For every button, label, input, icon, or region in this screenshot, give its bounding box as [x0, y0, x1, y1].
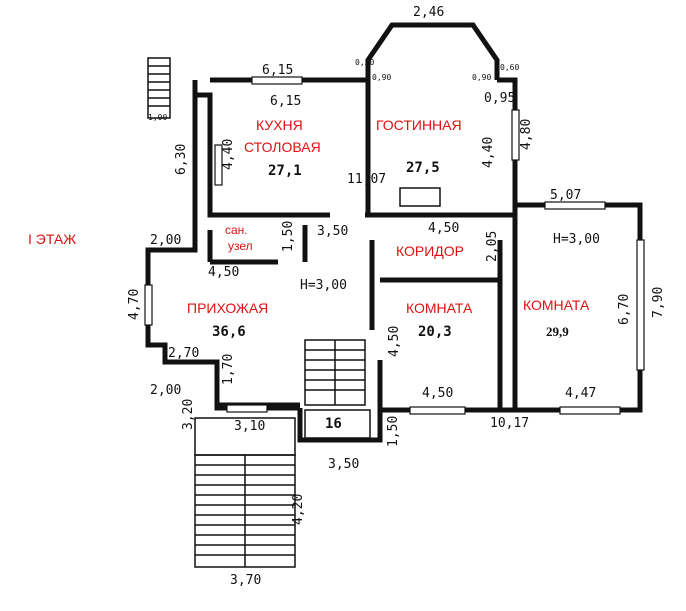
dim-370: 3,70: [230, 573, 261, 588]
dim-790: 7,90: [651, 287, 666, 318]
stair-top-left: [147, 57, 171, 119]
dim-stair-100: 1,00: [148, 113, 167, 122]
dim-320: 3,20: [181, 399, 196, 430]
kitchen-label-2: СТОЛОВАЯ: [244, 139, 321, 155]
stair-porch: [194, 417, 296, 568]
dim-1107: 11,07: [347, 172, 386, 187]
dim-470: 4,70: [127, 289, 142, 320]
living-label: ГОСТИННАЯ: [376, 117, 462, 133]
dim-420: 4,20: [291, 494, 306, 525]
dim-bay-l1: 0,50: [355, 58, 374, 67]
height-room: H=3,00: [553, 232, 600, 247]
dim-top-615-b: 6,15: [270, 94, 301, 109]
dim-living-440: 4,40: [481, 137, 496, 168]
kitchen-area: 27,1: [268, 163, 302, 179]
hall-area: 36,6: [212, 324, 246, 340]
dim-right-480: 4,80: [519, 119, 534, 150]
dim-270: 2,70: [168, 346, 199, 361]
dim-200-left: 2,00: [150, 233, 181, 248]
dim-310: 3,10: [234, 419, 265, 434]
kitchen-label-1: КУХНЯ: [256, 117, 303, 133]
height-hall: H=3,00: [300, 278, 347, 293]
room1-label: КОМНАТА: [406, 300, 473, 316]
living-area: 27,5: [406, 160, 440, 176]
dim-bay-top: 2,46: [413, 5, 444, 20]
room2-label: КОМНАТА: [523, 297, 590, 313]
dim-bay-l2: 0,90: [372, 73, 391, 82]
stair-interior: [304, 339, 371, 439]
windows: [144, 76, 645, 415]
hall-label: ПРИХОЖАЯ: [187, 300, 268, 316]
dim-447: 4,47: [565, 386, 596, 401]
dim-150-low: 1,50: [386, 416, 401, 447]
dim-670: 6,70: [617, 294, 632, 325]
room1-area: 20,3: [418, 324, 452, 340]
dim-205: 2,05: [485, 231, 500, 262]
dim-bay-r2: 0,60: [500, 63, 519, 72]
floor-label: I ЭТАЖ: [28, 231, 76, 247]
room2-area: 29,9: [546, 324, 569, 339]
dim-bay-r1: 0,90: [472, 73, 491, 82]
dim-450-bottom: 4,50: [422, 386, 453, 401]
dim-top-615-a: 6,15: [262, 63, 293, 78]
dim-kitchen-440: 4,40: [221, 139, 236, 170]
dimension-labels: 2,46 0,50 0,90 0,90 0,60 0,95 6,15 6,15 …: [127, 5, 666, 588]
dim-200-low: 2,00: [150, 383, 181, 398]
corridor-label: КОРИДОР: [396, 243, 464, 259]
dim-bay-r3: 0,95: [484, 91, 515, 106]
dim-450-hall: 4,50: [208, 265, 239, 280]
dim-170: 1,70: [221, 354, 236, 385]
dim-150-bath: 1,50: [281, 221, 296, 252]
fireplace: [399, 187, 441, 207]
dim-450-corr: 4,50: [428, 221, 459, 236]
dim-1017: 10,17: [490, 416, 529, 431]
bath-label-2: узел: [228, 239, 253, 253]
bath-label-1: сан.: [225, 223, 248, 237]
dim-350-mid: 3,50: [317, 224, 348, 239]
dim-left-630: 6,30: [174, 144, 189, 175]
dim-507: 5,07: [550, 188, 581, 203]
dim-450-room: 4,50: [387, 326, 402, 357]
stairs-area: 16: [325, 416, 342, 432]
dim-350-low: 3,50: [328, 457, 359, 472]
